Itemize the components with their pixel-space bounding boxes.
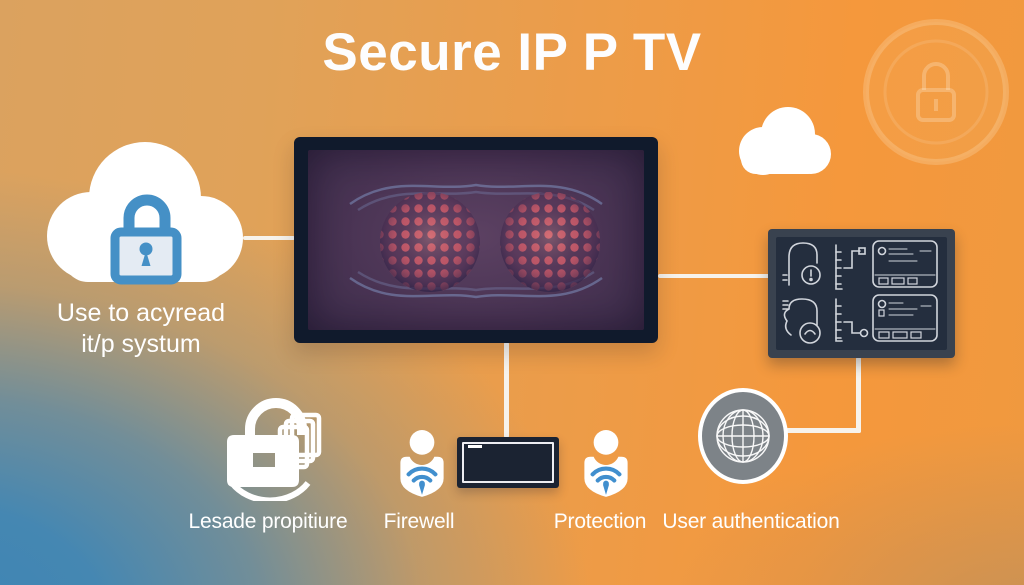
label-storage: Lesade propitiure [188, 510, 348, 533]
cloud-icon [739, 107, 831, 175]
page-title: Secure IP P TV [322, 23, 702, 82]
firewall-indicator [468, 445, 482, 448]
firewall-screen-border [462, 442, 554, 483]
label-firewall: Firewell [383, 510, 455, 533]
cloud-caption-line1: Use to acyread [56, 299, 226, 327]
dotted-spheres [380, 192, 600, 292]
schematic-panel-inner [776, 237, 947, 350]
locked-folder-icon [227, 398, 322, 501]
firewall-appliance-icon [457, 437, 559, 488]
wifi-shield-left-icon [400, 430, 444, 497]
cloud-lock-icon [47, 142, 243, 285]
connector-tv-to-firewall [504, 342, 509, 438]
tv-screen-graphic [349, 183, 603, 299]
connector-to-globe [786, 428, 861, 433]
security-schematic-panel [768, 229, 955, 358]
label-auth: User authentication [662, 510, 840, 533]
cloud-caption: Use to acyread it/p systum [36, 298, 246, 359]
label-protection: Protection [553, 510, 647, 533]
schematic-line-art [782, 240, 938, 344]
connector-cloud-to-tv [243, 236, 295, 240]
lock-seal-watermark-icon [863, 19, 1009, 165]
tv-monitor [294, 137, 658, 343]
tv-screen [308, 150, 644, 330]
cloud-caption-line2: it/p systum [81, 329, 201, 358]
connector-tv-to-panel [658, 274, 770, 278]
globe-icon [698, 388, 788, 484]
wifi-shield-right-icon [584, 430, 628, 497]
connector-panel-down [856, 357, 861, 433]
